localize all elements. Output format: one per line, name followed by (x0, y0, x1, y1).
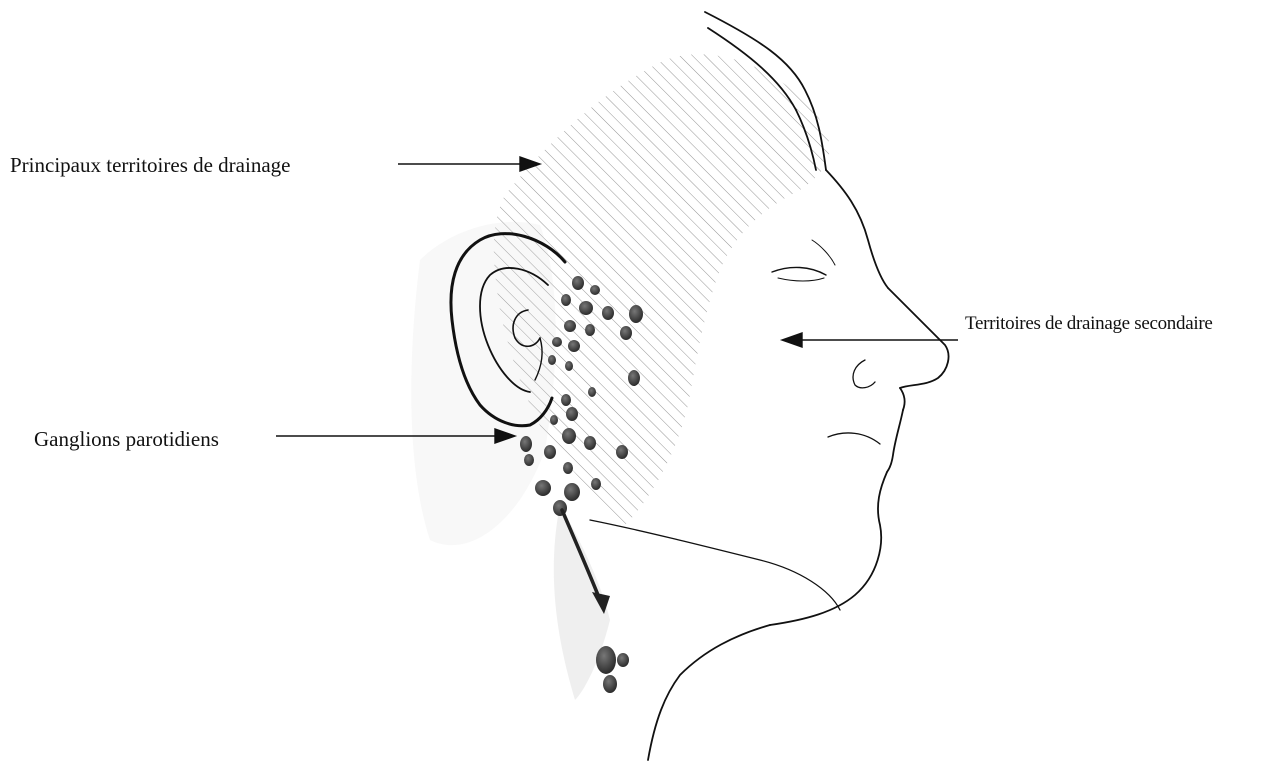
cervical-lymph-nodes (596, 646, 629, 693)
label-main-drainage-territories: Principaux territoires de drainage (10, 155, 290, 176)
label-secondary-drainage-territories: Territoires de drainage secondaire (965, 314, 1212, 333)
label-parotid-nodes: Ganglions parotidiens (34, 429, 219, 450)
